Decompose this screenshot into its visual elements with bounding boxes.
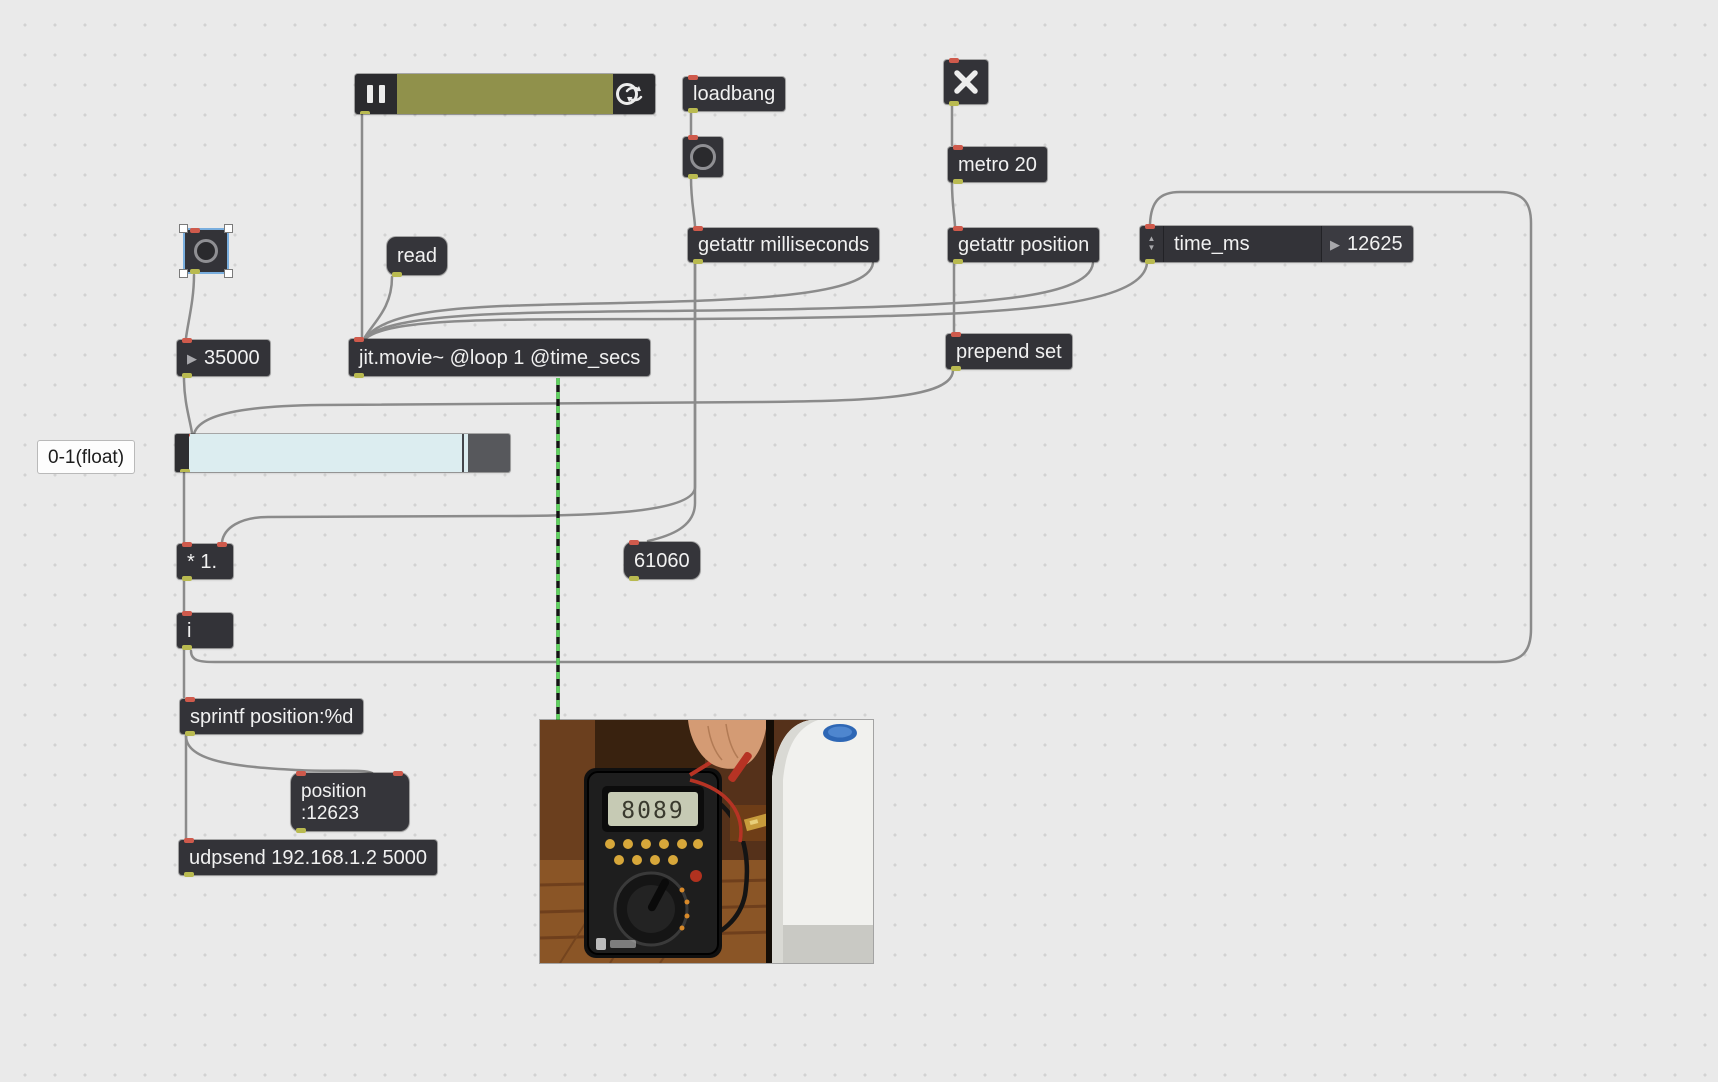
prepend-set-label: prepend set (956, 340, 1062, 363)
message-61060-label: 61060 (634, 549, 690, 572)
position-message[interactable]: position :12623 (291, 771, 409, 833)
multimeter-display-digits: 8089 (621, 798, 684, 824)
attrui-label: time_ms (1174, 233, 1250, 255)
right-inlet (393, 771, 403, 776)
udpsend-label: udpsend 192.168.1.2 5000 (189, 846, 427, 869)
position-message-line2: :12623 (301, 802, 360, 824)
message-61060[interactable]: 61060 (624, 540, 700, 581)
udpsend-object[interactable]: udpsend 192.168.1.2 5000 (179, 838, 437, 877)
multiply-object[interactable]: * 1. (177, 542, 233, 581)
multiply-label: * 1. (187, 550, 218, 573)
attrui-spinner-icon[interactable]: ▲ ▼ (1140, 226, 1164, 262)
selection-handle[interactable] (179, 269, 188, 278)
slider-cursor (462, 434, 464, 472)
int-object[interactable]: i (177, 611, 233, 650)
attrui-value: 12625 (1347, 233, 1403, 255)
slider-handle[interactable] (468, 434, 510, 472)
toggle-x-icon (954, 70, 978, 94)
jit-movie-label: jit.movie~ @loop 1 @time_secs (359, 346, 641, 369)
playbar-track[interactable] (397, 74, 638, 114)
getattr-position-label: getattr position (958, 234, 1090, 256)
read-message[interactable]: read (387, 237, 448, 277)
jit-movie-object[interactable]: jit.movie~ @loop 1 @time_secs (349, 337, 651, 378)
multimeter-buttons (605, 839, 703, 865)
selected-bang-button[interactable] (179, 224, 233, 278)
hand (688, 720, 767, 783)
slider-left-cap (175, 434, 189, 472)
pause-button[interactable] (355, 74, 397, 114)
number-triangle-icon: ▶ (187, 350, 197, 366)
red-probe (728, 751, 752, 783)
selection-handle[interactable] (179, 224, 188, 233)
selection-handle[interactable] (224, 269, 233, 278)
int-label: i (187, 619, 192, 642)
toggle-object[interactable] (944, 58, 988, 106)
hslider[interactable] (175, 434, 510, 472)
loadbang-object[interactable]: loadbang (683, 75, 786, 113)
bang-circle-icon (194, 239, 218, 263)
multimeter-display (608, 792, 698, 826)
attrui-value-box[interactable]: ▶ 12625 (1321, 226, 1413, 262)
pause-icon (367, 85, 373, 103)
comment-label: 0-1(float) (48, 446, 125, 468)
attrui-time-ms[interactable]: ▲ ▼ time_ms ▶ 12625 (1140, 224, 1413, 264)
getattr-position-object[interactable]: getattr position (948, 226, 1100, 264)
sprintf-label: sprintf position:%d (190, 705, 354, 728)
playbar-object[interactable] (355, 74, 655, 114)
number-triangle-icon: ▶ (1330, 236, 1340, 252)
sprintf-object[interactable]: sprintf position:%d (180, 697, 364, 736)
bang-button[interactable] (683, 135, 723, 179)
white-appliance (772, 720, 873, 963)
bang-circle-icon (690, 144, 716, 170)
playbar-knob[interactable] (616, 83, 638, 105)
position-message-line1: position (301, 780, 367, 802)
metro-object[interactable]: metro 20 (948, 145, 1047, 184)
right-inlet (217, 542, 227, 547)
metro-label: metro 20 (958, 153, 1037, 176)
multimeter: 8089 (584, 768, 722, 958)
comment-float-range[interactable]: 0-1(float) (38, 441, 135, 473)
read-label: read (397, 245, 438, 267)
video-preview: 8089 (539, 720, 873, 964)
getattr-milliseconds-label: getattr milliseconds (698, 234, 870, 256)
number-value: 35000 (204, 347, 260, 369)
number-box-35000[interactable]: ▶ 35000 (177, 338, 270, 378)
loadbang-label: loadbang (693, 83, 776, 105)
getattr-milliseconds-object[interactable]: getattr milliseconds (688, 226, 880, 264)
prepend-set-object[interactable]: prepend set (946, 332, 1072, 371)
selection-handle[interactable] (224, 224, 233, 233)
multimeter-dial (613, 871, 690, 947)
